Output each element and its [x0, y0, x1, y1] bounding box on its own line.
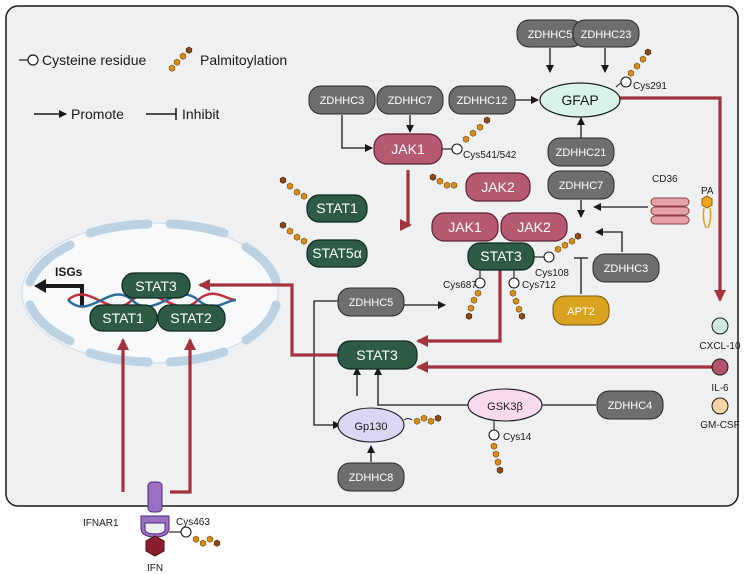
gsk3b-oval — [467, 388, 543, 422]
stat2-nuclear: STAT2 — [170, 310, 212, 326]
isgs-arrow: ISGs — [34, 265, 84, 306]
legend-palmitoylation-label: Palmitoylation — [200, 52, 287, 68]
gfap-palmitoylation — [615, 48, 652, 88]
cytokine-list: CXCL-10 IL-6 GM-CSF — [699, 317, 741, 431]
zdhhc21: ZDHHC21 — [556, 147, 607, 159]
gfap-oval — [539, 82, 621, 118]
cys687-label: Cys687 — [443, 280, 477, 291]
jak2-pair-label: JAK2 — [517, 219, 551, 235]
cxcl10-dot — [711, 317, 729, 335]
zdhhc7-a: ZDHHC7 — [388, 95, 433, 107]
stat3-complex-label: STAT3 — [480, 248, 522, 264]
cys14-label: Cys14 — [503, 432, 532, 443]
cys712-label: Cys712 — [522, 280, 556, 291]
pa-molecule-icon: PA — [701, 186, 714, 229]
jak1-pair-label: JAK1 — [448, 219, 482, 235]
gp130-label: Gp130 — [354, 421, 387, 433]
cys108-label: Cys108 — [535, 268, 569, 279]
stat5a-box — [306, 239, 368, 268]
ifn-label: IFN — [147, 563, 163, 574]
zdhhc-enzymes: ZDHHC5 ZDHHC23 ZDHHC3 ZDHHC7 ZDHHC12 ZDH… — [308, 19, 664, 492]
legend-cysteine-label: Cysteine residue — [42, 52, 146, 68]
legend-promote-label: Promote — [71, 106, 124, 122]
stat3-center-label: STAT3 — [356, 347, 398, 363]
nuclear-stat-complex: STAT3 STAT1 STAT2 — [89, 272, 226, 332]
cys541-label: Cys541/542 — [463, 150, 517, 161]
gfap-label: GFAP — [561, 92, 598, 108]
stat1-nuclear: STAT1 — [102, 310, 144, 326]
gmcsf-label: GM-CSF — [700, 420, 739, 431]
apt2-box — [552, 295, 610, 326]
zdhhc3-b: ZDHHC3 — [604, 263, 649, 275]
zdhhc8: ZDHHC8 — [349, 472, 394, 484]
stat3-nuclear: STAT3 — [135, 278, 177, 294]
jak2-single-box — [465, 172, 531, 202]
stat1-free-box — [306, 194, 368, 223]
cysteine-residue-icon — [27, 54, 39, 66]
zdhhc23: ZDHHC23 — [581, 29, 632, 41]
jak1-top-label: JAK1 — [391, 141, 425, 157]
cys463-label: Cys463 — [176, 517, 210, 528]
gsk3b-palmitoylation — [488, 421, 504, 474]
stat5a-label: STAT5α — [312, 245, 362, 261]
il6-label: IL-6 — [711, 383, 729, 394]
jak2-pair-box — [500, 212, 568, 242]
il6-dot — [711, 358, 729, 376]
promote-arrows — [313, 48, 648, 462]
ifn-icon — [145, 535, 165, 557]
gmcsf-dot — [711, 397, 729, 415]
stat3-cys712-palmitoylation — [508, 270, 526, 320]
gp130-oval — [337, 407, 405, 443]
zdhhc12: ZDHHC12 — [457, 95, 508, 107]
jak2-single-label: JAK2 — [481, 179, 515, 195]
red-pathway-arrows — [117, 96, 726, 494]
cd36-label: CD36 — [652, 174, 678, 185]
legend-inhibit-label: Inhibit — [182, 106, 219, 122]
gp130-palmitoylation — [403, 414, 442, 425]
zdhhc5-top: ZDHHC5 — [528, 29, 573, 41]
legend: Cysteine residue Palmitoylation Promote … — [19, 46, 287, 122]
zdhhc5-mid: ZDHHC5 — [349, 297, 394, 309]
stat1-free-label: STAT1 — [316, 200, 358, 216]
ifnar1-label: IFNAR1 — [83, 518, 119, 529]
zdhhc4: ZDHHC4 — [608, 400, 653, 412]
cd36-channel: CD36 — [650, 174, 690, 225]
apt2-label: APT2 — [567, 306, 595, 318]
stat3-cys687-palmitoylation — [465, 270, 486, 320]
cys291-label: Cys291 — [633, 81, 667, 92]
zdhhc3-a: ZDHHC3 — [320, 95, 365, 107]
isgs-label: ISGs — [55, 265, 83, 279]
jak1-pair-box — [431, 212, 499, 242]
apt2-inhibit-line — [574, 257, 588, 294]
pa-label: PA — [701, 186, 714, 197]
gsk3b-label: GSK3β — [487, 401, 523, 413]
cxcl10-label: CXCL-10 — [699, 341, 741, 352]
zdhhc7-b: ZDHHC7 — [559, 180, 604, 192]
stat3-center-box — [337, 340, 418, 370]
stat3-cys108-palmitoylation — [534, 232, 582, 263]
jak1-palmitoylation — [442, 116, 491, 155]
